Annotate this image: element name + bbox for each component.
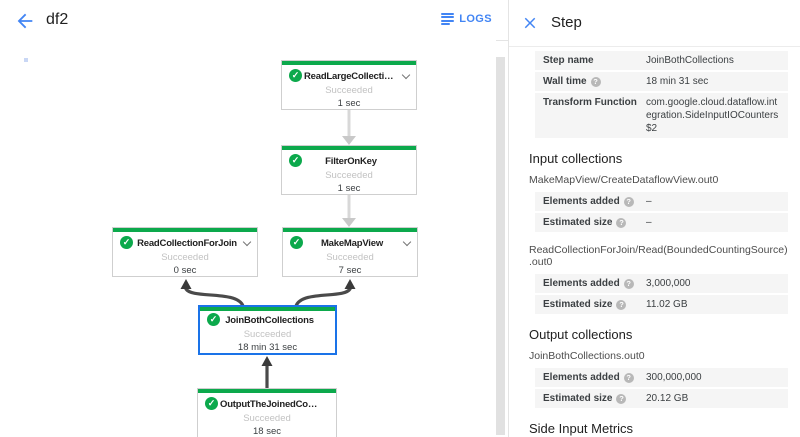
chevron-down-icon[interactable] <box>402 72 409 79</box>
logs-button[interactable]: LOGS <box>441 11 492 27</box>
node-wall-time: 1 sec <box>337 183 361 194</box>
node-wall-time: 7 sec <box>338 265 362 276</box>
success-check-icon: ✓ <box>289 154 302 167</box>
row-label: Elements added? <box>543 195 646 208</box>
chevron-down-icon[interactable] <box>243 239 250 246</box>
row-value: 20.12 GB <box>646 393 689 404</box>
graph-node-make-map-view[interactable]: ✓ MakeMapView Succeeded 7 sec <box>282 227 418 277</box>
panel-title: Step <box>551 14 582 31</box>
row-label: Estimated size? <box>543 216 646 229</box>
row-label: Estimated size? <box>543 298 646 311</box>
status-bar-succeeded <box>198 389 336 393</box>
success-check-icon: ✓ <box>207 313 220 326</box>
node-wall-time: 0 sec <box>173 265 197 276</box>
metric-row-elements-added: Elements added? 3,000,000 <box>535 274 788 293</box>
row-value: JoinBothCollections <box>646 55 734 66</box>
row-label: Transform Function <box>543 97 637 108</box>
back-arrow-icon[interactable] <box>14 10 36 32</box>
canvas-artifact-dot <box>24 58 28 62</box>
node-title: FilterOnKey <box>325 156 377 167</box>
row-label: Estimated size? <box>543 392 646 405</box>
chevron-down-icon[interactable] <box>403 239 410 246</box>
output-collections-heading: Output collections <box>529 327 633 342</box>
node-title: ReadCollectionForJoin <box>137 238 237 249</box>
metric-row-elements-added: Elements added? 300,000,000 <box>535 368 788 387</box>
node-wall-time: 18 min 31 sec <box>237 342 298 353</box>
success-check-icon: ✓ <box>205 397 218 410</box>
help-icon[interactable]: ? <box>623 373 634 383</box>
graph-node-read-collection-for-join[interactable]: ✓ ReadCollectionForJoin Succeeded 0 sec <box>112 227 258 277</box>
summary-row-step-name: Step name JoinBothCollections <box>535 51 788 70</box>
status-bar-succeeded <box>200 307 335 311</box>
node-title: MakeMapView <box>320 238 384 249</box>
graph-node-output-the-joined[interactable]: ✓ OutputTheJoinedCollec... Succeeded 18 … <box>197 388 337 437</box>
collection-name: MakeMapView/CreateDataflowView.out0 <box>529 174 719 186</box>
job-title: df2 <box>46 11 69 28</box>
node-status: Succeeded <box>325 85 373 96</box>
row-label: Elements added? <box>543 277 646 290</box>
row-value: com.google.cloud.dataflow.integration.Si… <box>646 97 779 134</box>
help-icon[interactable]: ? <box>616 218 627 228</box>
graph-node-filter-on-key[interactable]: ✓ FilterOnKey Succeeded 1 sec <box>281 145 417 195</box>
row-value: 3,000,000 <box>646 278 691 289</box>
panel-body[interactable]: Step name JoinBothCollections Wall time?… <box>509 47 800 437</box>
job-graph-canvas[interactable]: ✓ ReadLargeCollectionFr... Succeeded 1 s… <box>0 40 496 437</box>
help-icon[interactable]: ? <box>616 300 627 310</box>
graph-edges <box>180 110 356 389</box>
logs-button-label: LOGS <box>459 12 492 25</box>
collection-name: ReadCollectionForJoin/Read(BoundedCounti… <box>529 244 788 268</box>
success-check-icon: ✓ <box>120 236 133 249</box>
summary-row-transform-function: Transform Function com.google.cloud.data… <box>535 93 788 138</box>
top-bar: df2 LOGS <box>0 0 508 41</box>
node-status: Succeeded <box>243 329 292 340</box>
collection-name: JoinBothCollections.out0 <box>529 350 645 362</box>
input-collections-heading: Input collections <box>529 151 623 166</box>
row-label: Elements added? <box>543 371 646 384</box>
node-status: Succeeded <box>161 252 209 263</box>
panel-scrollbar[interactable] <box>496 57 505 435</box>
status-bar-succeeded <box>283 228 417 232</box>
node-title: OutputTheJoinedCollec... <box>220 399 318 410</box>
help-icon[interactable]: ? <box>623 279 634 289</box>
node-title: ReadLargeCollectionFr... <box>304 71 398 82</box>
status-bar-succeeded <box>113 228 257 232</box>
success-check-icon: ✓ <box>289 69 302 82</box>
side-input-metrics-heading: Side Input Metrics <box>529 421 634 436</box>
row-value: – <box>646 196 652 207</box>
help-icon[interactable]: ? <box>623 197 634 207</box>
metric-row-estimated-size: Estimated size? 20.12 GB <box>535 389 788 408</box>
row-value: – <box>646 217 652 228</box>
status-bar-succeeded <box>282 61 416 65</box>
panel-header: Step <box>509 0 800 47</box>
node-status: Succeeded <box>325 170 373 181</box>
graph-node-read-large-collection[interactable]: ✓ ReadLargeCollectionFr... Succeeded 1 s… <box>281 60 417 110</box>
row-label: Step name <box>543 55 594 66</box>
node-title: JoinBothCollections <box>225 315 314 326</box>
node-wall-time: 1 sec <box>337 98 361 109</box>
summary-row-wall-time: Wall time? 18 min 31 sec <box>535 72 788 91</box>
metric-row-estimated-size: Estimated size? – <box>535 213 788 232</box>
row-label: Wall time? <box>543 75 646 88</box>
metric-row-estimated-size: Estimated size? 11.02 GB <box>535 295 788 314</box>
node-wall-time: 18 sec <box>253 426 281 437</box>
logs-list-icon <box>441 11 455 27</box>
help-icon[interactable]: ? <box>590 77 601 87</box>
row-value: 300,000,000 <box>646 372 702 383</box>
step-detail-panel: Step Step name JoinBothCollections Wall … <box>508 0 800 437</box>
metric-row-elements-added: Elements added? – <box>535 192 788 211</box>
success-check-icon: ✓ <box>290 236 303 249</box>
row-value: 11.02 GB <box>646 299 688 310</box>
help-icon[interactable]: ? <box>616 394 627 404</box>
status-bar-succeeded <box>282 146 416 150</box>
close-icon[interactable] <box>521 14 539 32</box>
row-value: 18 min 31 sec <box>646 76 709 87</box>
node-status: Succeeded <box>243 413 291 424</box>
node-status: Succeeded <box>326 252 374 263</box>
graph-node-join-both-collections-selected[interactable]: ✓ JoinBothCollections Succeeded 18 min 3… <box>198 305 337 355</box>
